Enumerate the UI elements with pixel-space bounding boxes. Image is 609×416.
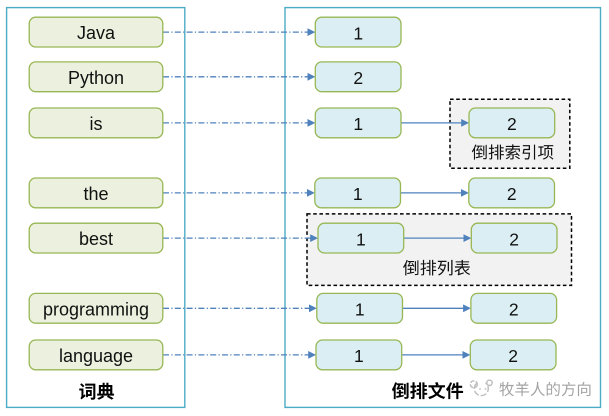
svg-text:is: is — [90, 114, 103, 134]
svg-text:language: language — [59, 346, 133, 366]
svg-text:1: 1 — [355, 300, 365, 320]
svg-text:2: 2 — [507, 114, 517, 134]
svg-text:2: 2 — [353, 68, 363, 88]
svg-text:1: 1 — [354, 346, 364, 366]
svg-text:2: 2 — [509, 300, 519, 320]
svg-text:Java: Java — [77, 23, 116, 43]
svg-text:programming: programming — [43, 299, 149, 319]
svg-text:Python: Python — [68, 68, 124, 88]
svg-text:1: 1 — [353, 184, 363, 204]
svg-text:the: the — [83, 184, 108, 204]
svg-text:2: 2 — [508, 346, 518, 366]
svg-text:1: 1 — [353, 114, 363, 134]
svg-text:1: 1 — [353, 23, 363, 43]
svg-text:2: 2 — [509, 229, 519, 249]
svg-text:best: best — [79, 229, 113, 249]
svg-text:1: 1 — [356, 229, 366, 249]
svg-text:2: 2 — [507, 184, 517, 204]
